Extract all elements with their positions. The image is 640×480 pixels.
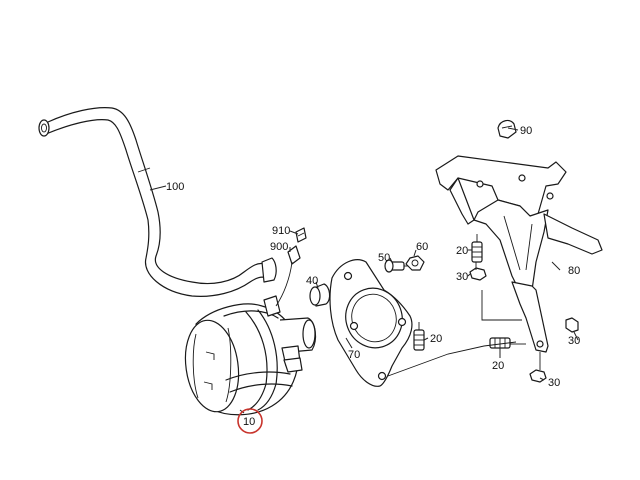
label-90[interactable]: 90 (520, 125, 532, 137)
label-910[interactable]: 910 (272, 225, 290, 237)
assembly-lines (387, 262, 541, 377)
label-20-right[interactable]: 20 (492, 360, 504, 372)
grommet-900[interactable] (275, 245, 301, 307)
support-bracket-80[interactable] (435, 155, 603, 353)
label-100[interactable]: 100 (166, 181, 184, 193)
damper-stud-20-mid[interactable] (413, 322, 425, 351)
nut-30-top[interactable] (469, 267, 487, 281)
bolt-50[interactable] (384, 259, 410, 273)
air-pump-10[interactable] (180, 295, 317, 416)
highlighted-callout-10[interactable]: 10 (237, 408, 263, 434)
nut-30-right[interactable] (565, 317, 579, 333)
label-30-right[interactable]: 30 (568, 335, 580, 347)
callout-lines (149, 127, 579, 381)
part-labels: 100 910 900 40 50 60 70 80 90 20 20 20 3… (166, 125, 580, 389)
highlight-circle (237, 408, 263, 434)
clip-90[interactable] (497, 119, 517, 139)
screw-910[interactable] (295, 227, 307, 243)
bracket-70[interactable] (329, 259, 413, 387)
damper-stud-20-top[interactable] (471, 234, 483, 263)
hose-100[interactable] (38, 107, 277, 297)
label-900[interactable]: 900 (270, 241, 288, 253)
rubber-mount-40[interactable] (309, 283, 331, 307)
label-60[interactable]: 60 (416, 241, 428, 253)
nut-60[interactable] (405, 255, 425, 271)
label-30-top[interactable]: 30 (456, 271, 468, 283)
label-30-bottom[interactable]: 30 (548, 377, 560, 389)
label-20-top[interactable]: 20 (456, 245, 468, 257)
label-20-mid[interactable]: 20 (430, 333, 442, 345)
label-80[interactable]: 80 (568, 265, 580, 277)
label-50[interactable]: 50 (378, 252, 390, 264)
label-70[interactable]: 70 (348, 349, 360, 361)
label-10[interactable]: 10 (243, 416, 255, 428)
label-40[interactable]: 40 (306, 275, 318, 287)
